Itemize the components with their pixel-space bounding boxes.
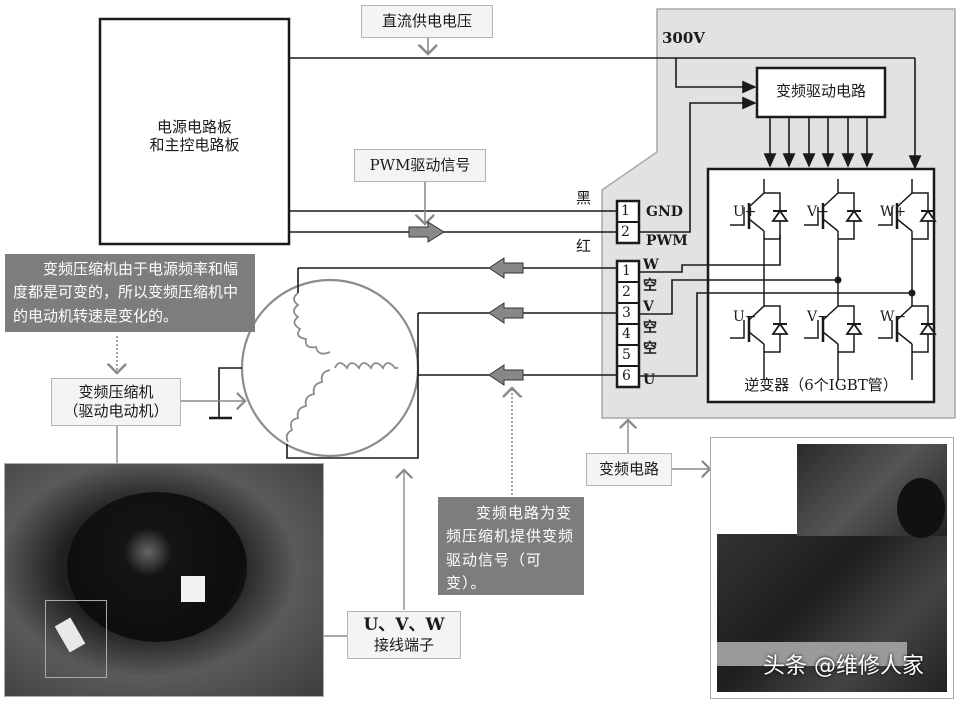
dc-supply-line bbox=[289, 57, 922, 170]
igbt-u-low-emitter bbox=[748, 331, 765, 345]
igbt-v-low-diode-icon bbox=[845, 322, 863, 335]
mainboard-title-line2: 和主控电路板 bbox=[149, 136, 240, 154]
motor-wires bbox=[209, 267, 617, 459]
igbt-v-low-emitter bbox=[822, 331, 839, 345]
signal-lines bbox=[289, 210, 617, 233]
igbt-w-high-diode-icon bbox=[919, 209, 937, 222]
igbt-label-upper-2: W+ bbox=[880, 204, 907, 220]
igbt-w-low-gate bbox=[878, 320, 893, 339]
watermark: 头条 @维修人家 bbox=[763, 654, 924, 679]
mainboard-title-line1: 电源电路板 bbox=[156, 118, 232, 136]
connector-bottom-signal-1: W bbox=[643, 257, 659, 273]
igbt-label-lower-1: V− bbox=[807, 309, 829, 325]
igbt-label-lower-2: W− bbox=[880, 309, 907, 325]
winding-u bbox=[285, 369, 331, 443]
connector-bottom-signal-2: 空 bbox=[643, 278, 657, 294]
igbt-u-high-gate bbox=[730, 207, 745, 226]
connector-top-signal-pwm: PWM bbox=[646, 233, 688, 249]
igbt-v-high-diode-icon bbox=[845, 209, 863, 222]
connector-top bbox=[615, 199, 641, 245]
connector-top-pin-1: 1 bbox=[621, 203, 630, 219]
junction-dot-w bbox=[908, 289, 916, 297]
igbt-w-high-emitter bbox=[896, 218, 913, 232]
igbt-label-upper-0: U+ bbox=[733, 204, 757, 220]
connector-bottom-pin-5: 5 bbox=[622, 347, 631, 363]
igbt-v-high-emitter bbox=[822, 218, 839, 232]
mainboard-title: 电源电路板 和主控电路板 bbox=[100, 118, 289, 154]
winding-v bbox=[334, 362, 398, 370]
terminal-highlight bbox=[45, 600, 107, 678]
connector-bottom-pin-4: 4 bbox=[622, 326, 631, 342]
phase-wires bbox=[639, 235, 910, 377]
terminals-label-line2: 接线端子 bbox=[373, 636, 434, 655]
pwm-internal-line bbox=[640, 96, 757, 233]
connector-bottom-signal-4: 空 bbox=[643, 320, 657, 336]
wire-black-label: 黑 bbox=[576, 189, 592, 207]
terminals-label: U、V、W 接线端子 bbox=[347, 611, 461, 659]
igbt-w-high-gate bbox=[878, 207, 893, 226]
circuit-note: 变频电路为变频压缩机提供变频驱动信号（可变）。 bbox=[438, 497, 584, 595]
inverter-circuit-label: 变频电路 bbox=[586, 453, 672, 486]
pcb-capacitor bbox=[897, 478, 945, 538]
compressor-note: 变频压缩机由于电源频率和幅度都是可变的，所以变频压缩机中的电动机转速是变化的。 bbox=[5, 254, 255, 332]
dc-voltage-label: 直流供电电压 bbox=[361, 5, 493, 38]
connector-top-signal-gnd: GND bbox=[646, 204, 683, 220]
igbt-u-high-emitter bbox=[748, 218, 765, 232]
driver-circuit-title: 变频驱动电路 bbox=[775, 82, 866, 100]
driver-outputs bbox=[763, 117, 874, 168]
pcb-heatsink bbox=[717, 642, 907, 666]
igbt-v-low-gate bbox=[804, 320, 819, 339]
connector-top-pin-2: 2 bbox=[621, 224, 630, 240]
igbt-v-high-gate bbox=[804, 207, 819, 226]
connector-bottom-pin-1: 1 bbox=[622, 263, 631, 279]
pwm-signal-label: PWM驱动信号 bbox=[354, 149, 486, 182]
igbt-u-low-diode-icon bbox=[771, 322, 789, 335]
compressor-label-line1: 变频压缩机 bbox=[78, 383, 154, 402]
connector-bottom-pin-3: 3 bbox=[622, 305, 631, 321]
igbt-u-low-gate bbox=[730, 320, 745, 339]
junction-dot-v bbox=[834, 276, 842, 284]
igbt-w-low-diode-icon bbox=[919, 322, 937, 335]
mainboard-box bbox=[98, 17, 291, 246]
pwm-arrow bbox=[408, 180, 445, 243]
driver-circuit-box bbox=[755, 66, 887, 119]
connector-bottom-signal-5: 空 bbox=[643, 341, 657, 357]
voltage-300v: 300V bbox=[662, 29, 705, 47]
igbt-layer bbox=[730, 179, 937, 380]
compressor-label-line2: （驱动电动机） bbox=[63, 402, 169, 420]
connector-bottom-pin-2: 2 bbox=[622, 284, 631, 300]
connector-bottom-signal-6: U bbox=[643, 372, 656, 388]
compressor-dome bbox=[67, 492, 247, 642]
terminals-label-line1: U、V、W bbox=[363, 615, 445, 635]
igbt-label-upper-1: V+ bbox=[807, 204, 829, 220]
winding-w bbox=[293, 292, 331, 355]
igbt-label-lower-0: U− bbox=[733, 309, 757, 325]
connector-bottom-pin-6: 6 bbox=[622, 368, 631, 384]
compressor-photo bbox=[4, 463, 324, 697]
igbt-w-low-emitter bbox=[896, 331, 913, 345]
phase-arrows bbox=[488, 257, 524, 386]
wire-red-label: 红 bbox=[576, 237, 592, 255]
inverter-caption: 逆变器（6个IGBT管） bbox=[744, 376, 898, 394]
warning-sticker bbox=[181, 576, 205, 602]
pcb-photo: 头条 @维修人家 bbox=[710, 437, 954, 699]
motor bbox=[240, 268, 420, 458]
connector-bottom bbox=[615, 259, 641, 389]
igbt-u-high-diode-icon bbox=[771, 209, 789, 222]
compressor-label: 变频压缩机 （驱动电动机） bbox=[51, 378, 181, 426]
connector-bottom-signal-3: V bbox=[643, 299, 654, 315]
